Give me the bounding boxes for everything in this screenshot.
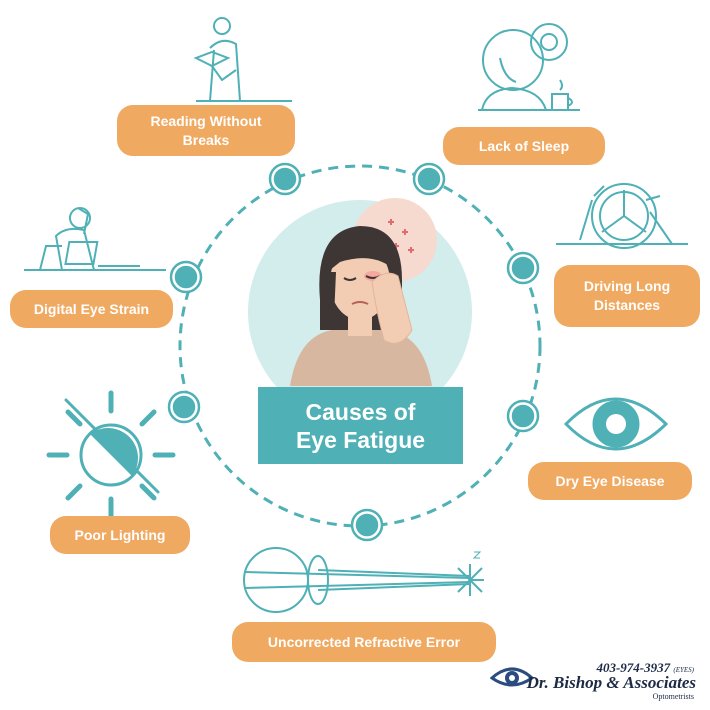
- cause-label-driving: Driving Long Distances: [554, 265, 700, 327]
- logo-phone-suffix: (EYES): [673, 666, 694, 674]
- title-box: Causes of Eye Fatigue: [258, 387, 463, 464]
- ring-marker-reading: [268, 162, 302, 196]
- person-at-laptop-icon: [24, 207, 166, 271]
- title-line-1: Causes of: [305, 398, 416, 425]
- ring-marker-lighting: [167, 390, 201, 424]
- logo-name: Dr. Bishop & Associates: [526, 673, 696, 692]
- ring-marker-driving: [506, 251, 540, 285]
- logo-phone: 403-974-3937 (EYES): [596, 660, 694, 676]
- sun-icon: [46, 390, 176, 520]
- cause-label-refractive: Uncorrected Refractive Error: [232, 622, 496, 662]
- tired-person-icon: [478, 23, 580, 111]
- steering-wheel-icon: [556, 183, 688, 249]
- logo-eye-icon: [490, 667, 534, 687]
- ring-marker-sleep: [412, 162, 446, 196]
- logo-phone-number: 403-974-3937: [596, 660, 671, 675]
- cause-label-sleep: Lack of Sleep: [443, 127, 605, 165]
- reading-person-icon: [193, 17, 292, 102]
- dashed-ring: [178, 164, 542, 528]
- cause-label-digital: Digital Eye Strain: [10, 290, 173, 328]
- eye-icon: [563, 397, 669, 451]
- ring-marker-refractive: [350, 508, 384, 542]
- ring-marker-digital: [169, 260, 203, 294]
- title-line-2: Eye Fatigue: [295, 426, 426, 453]
- cause-label-lighting: Poor Lighting: [50, 516, 190, 554]
- ring-markers: [167, 162, 540, 542]
- cause-label-reading: Reading Without Breaks: [117, 105, 295, 156]
- ring-marker-dry-eye: [506, 399, 540, 433]
- woman-rubbing-eye-illustration: [248, 198, 472, 424]
- cause-label-dry-eye: Dry Eye Disease: [528, 462, 692, 500]
- eyeball-light-rays-icon: [243, 547, 484, 613]
- logo-subtitle: Optometrists: [652, 692, 694, 701]
